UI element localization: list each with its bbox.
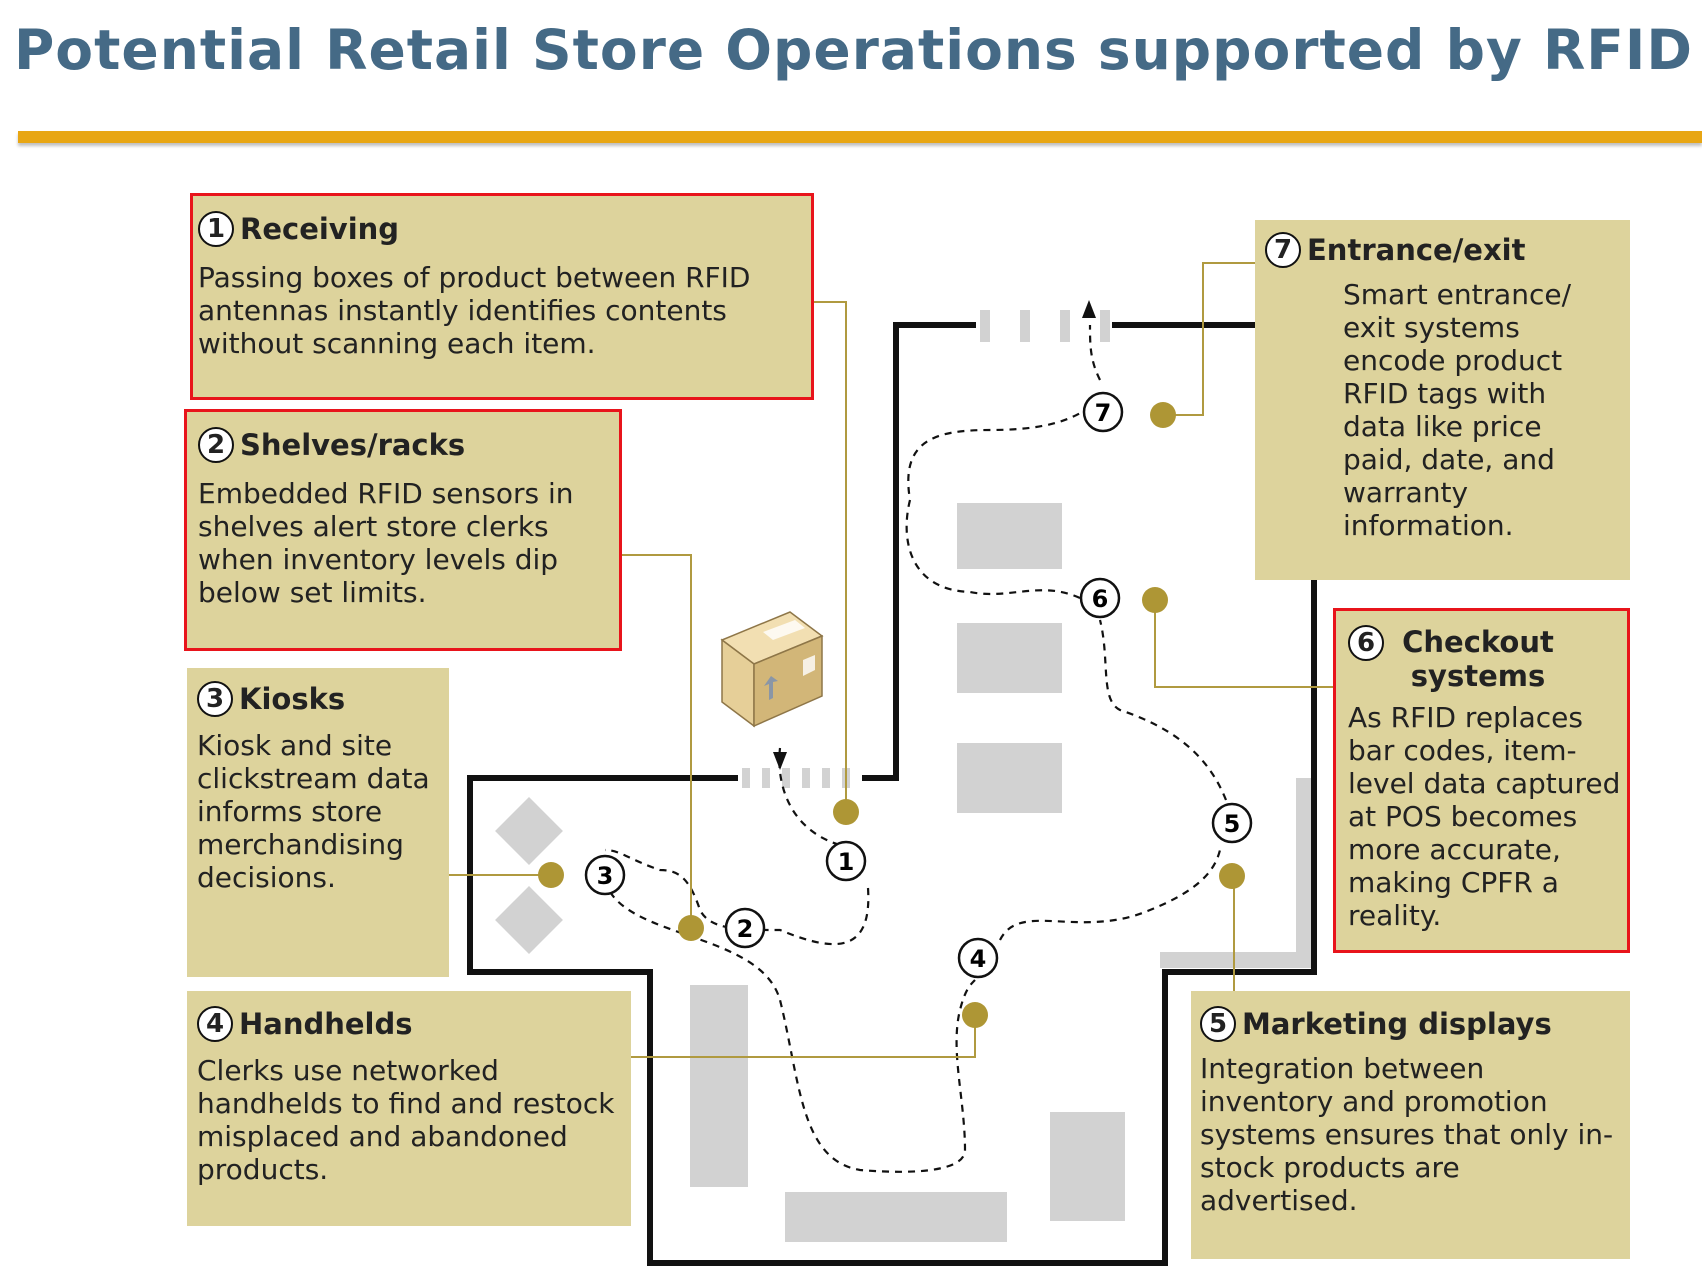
fixture-display [1050,1112,1125,1221]
callout-body: Integration between inventory and promot… [1200,1052,1614,1217]
title-underline [18,131,1702,143]
callout-heading: Checkout systems [1402,625,1554,693]
entrance-gate [980,310,1110,342]
fixture-shelf [957,623,1062,693]
callout-heading: Shelves/racks [240,428,466,462]
fixture-display [785,1192,1007,1242]
marker-shelves [678,915,704,941]
path-stop-3: 3 [584,854,626,896]
path-stop-4: 4 [957,937,999,979]
svg-text:6: 6 [1092,585,1109,613]
marker-receiving [833,799,859,825]
arrow-icon [1082,300,1096,318]
fixture-shelf [957,743,1062,813]
svg-text:5: 5 [1224,810,1241,838]
callout-heading: Handhelds [239,1007,413,1041]
svg-text:1: 1 [838,848,855,876]
step-number-badge: 2 [198,427,234,463]
receiving-door [742,768,850,788]
step-number-badge: 1 [198,211,234,247]
step-number-badge: 3 [197,681,233,717]
store-fixtures [495,503,1314,1242]
path-stop-2: 2 [724,907,766,949]
step-number-badge: 7 [1265,232,1301,268]
svg-text:3: 3 [597,862,614,890]
marker-handhelds [962,1002,988,1028]
callout-checkout-systems: 6 Checkout systems As RFID replaces bar c… [1333,608,1630,953]
customer-path [603,324,1228,1173]
callout-heading: Kiosks [239,682,346,716]
step-number-badge: 4 [197,1006,233,1042]
callout-body: Kiosk and site clickstream data informs … [197,729,430,894]
marker-checkout [1142,587,1168,613]
callout-body: Smart entrance/ exit systems encode prod… [1343,278,1572,542]
step-number-badge: 5 [1200,1006,1236,1042]
callout-body: Passing boxes of product between RFID an… [198,261,751,360]
marker-entrance [1150,402,1176,428]
marker-kiosks [538,862,564,888]
page-title: Potential Retail Store Operations suppor… [14,18,1693,82]
fixture-rack [690,985,748,1187]
callout-heading: Marketing displays [1242,1007,1552,1041]
callout-body: As RFID replaces bar codes, item-level d… [1348,701,1621,932]
svg-text:7: 7 [1095,399,1112,427]
callout-body: Embedded RFID sensors in shelves alert s… [198,477,574,609]
fixture-checkout-counter [1160,778,1314,968]
path-stops: 1 2 3 4 5 6 7 [584,391,1253,979]
marker-marketing [1219,863,1245,889]
callout-body: Clerks use networked handhelds to find a… [197,1054,615,1186]
path-stop-1: 1 [825,840,867,882]
callout-heading: Receiving [240,212,400,246]
kiosk-diamond [495,797,563,865]
svg-text:4: 4 [970,945,987,973]
path-stop-7: 7 [1082,391,1124,433]
svg-text:2: 2 [737,915,754,943]
callout-heading: Entrance/exit [1307,233,1526,267]
path-stop-5: 5 [1211,802,1253,844]
fixture-shelf [957,503,1062,569]
kiosk-diamond [495,886,563,954]
leader-lines [449,262,1336,1058]
step-number-badge: 6 [1348,625,1384,661]
arrow-icon [773,752,787,770]
path-stop-6: 6 [1079,577,1121,619]
cardboard-box-icon [720,611,824,728]
wall-path [862,322,976,781]
sensor-markers [538,402,1245,1028]
